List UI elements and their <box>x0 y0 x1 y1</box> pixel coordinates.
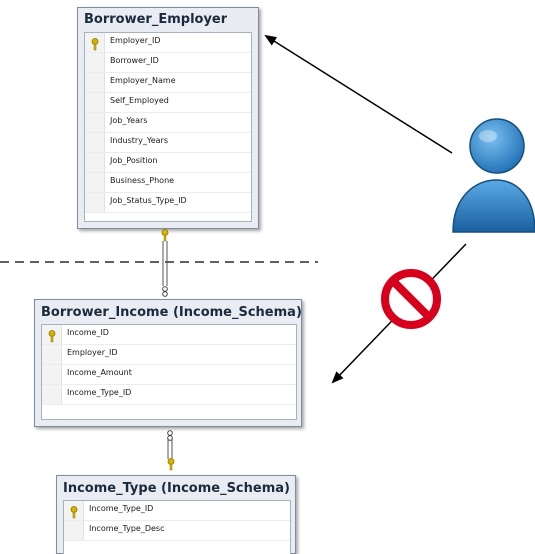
row-selector[interactable] <box>85 153 105 172</box>
column-name: Self_Employed <box>110 96 169 105</box>
table-income-type[interactable]: Income_Type (Income_Schema) Income_Type_… <box>56 475 296 554</box>
access-arrow-denied <box>331 243 467 384</box>
row-selector[interactable] <box>85 173 105 192</box>
column-name: Job_Years <box>110 116 148 125</box>
column-name: Borrower_ID <box>110 56 159 65</box>
key-icon <box>69 504 79 519</box>
row-selector[interactable] <box>42 385 62 404</box>
table-row[interactable]: Industry_Years <box>85 133 251 153</box>
key-icon <box>161 229 169 242</box>
column-name: Income_Amount <box>67 368 132 377</box>
table-row[interactable]: Employer_ID <box>85 33 251 53</box>
table-row[interactable]: Income_ID <box>42 325 296 345</box>
table-row[interactable]: Income_Type_ID <box>42 385 296 405</box>
row-selector[interactable] <box>85 113 105 132</box>
column-name: Income_Type_ID <box>67 388 132 397</box>
table-row[interactable]: Job_Years <box>85 113 251 133</box>
row-selector[interactable] <box>85 133 105 152</box>
column-name: Job_Status_Type_ID <box>110 196 187 205</box>
key-icon <box>90 36 100 51</box>
row-selector[interactable] <box>85 93 105 112</box>
column-grid: Income_Type_ID Income_Type_Desc <box>63 500 291 554</box>
column-name: Employer_ID <box>67 348 118 357</box>
column-name: Income_ID <box>67 328 109 337</box>
table-row[interactable]: Job_Status_Type_ID <box>85 193 251 213</box>
column-name: Employer_Name <box>110 76 176 85</box>
table-row[interactable]: Income_Amount <box>42 365 296 385</box>
row-selector[interactable] <box>85 193 105 212</box>
table-row[interactable]: Job_Position <box>85 153 251 173</box>
table-row[interactable]: Self_Employed <box>85 93 251 113</box>
row-selector[interactable] <box>85 73 105 92</box>
column-name: Income_Type_Desc <box>89 524 165 533</box>
prohibited-icon <box>381 269 441 329</box>
user-icon <box>452 118 535 233</box>
table-title: Borrower_Income (Income_Schema) <box>41 305 302 320</box>
table-row[interactable]: Business_Phone <box>85 173 251 193</box>
column-name: Business_Phone <box>110 176 175 185</box>
relationship-endpoint <box>162 286 168 292</box>
column-name: Job_Position <box>110 156 158 165</box>
table-borrower-employer[interactable]: Borrower_Employer Employer_ID Borrower_ID… <box>77 7 259 229</box>
row-selector[interactable] <box>42 345 62 364</box>
relationship-endpoint <box>167 430 173 436</box>
table-borrower-income[interactable]: Borrower_Income (Income_Schema) Income_I… <box>34 299 302 427</box>
key-icon <box>167 458 175 471</box>
table-row[interactable]: Income_Type_Desc <box>64 521 290 541</box>
table-row[interactable]: Income_Type_ID <box>64 501 290 521</box>
relationship-connector-income-type <box>167 430 175 471</box>
access-arrow-allowed <box>264 34 453 154</box>
column-name: Employer_ID <box>110 36 161 45</box>
relationship-connector-employer-income <box>161 229 169 297</box>
column-name: Industry_Years <box>110 136 169 145</box>
table-row[interactable]: Employer_Name <box>85 73 251 93</box>
row-selector[interactable] <box>42 365 62 384</box>
row-selector[interactable] <box>85 53 105 72</box>
row-selector[interactable] <box>64 521 84 540</box>
table-title: Income_Type (Income_Schema) <box>63 481 290 496</box>
table-row[interactable]: Borrower_ID <box>85 53 251 73</box>
key-icon <box>47 328 57 343</box>
table-row[interactable]: Employer_ID <box>42 345 296 365</box>
table-title: Borrower_Employer <box>84 12 228 27</box>
column-name: Income_Type_ID <box>89 504 154 513</box>
